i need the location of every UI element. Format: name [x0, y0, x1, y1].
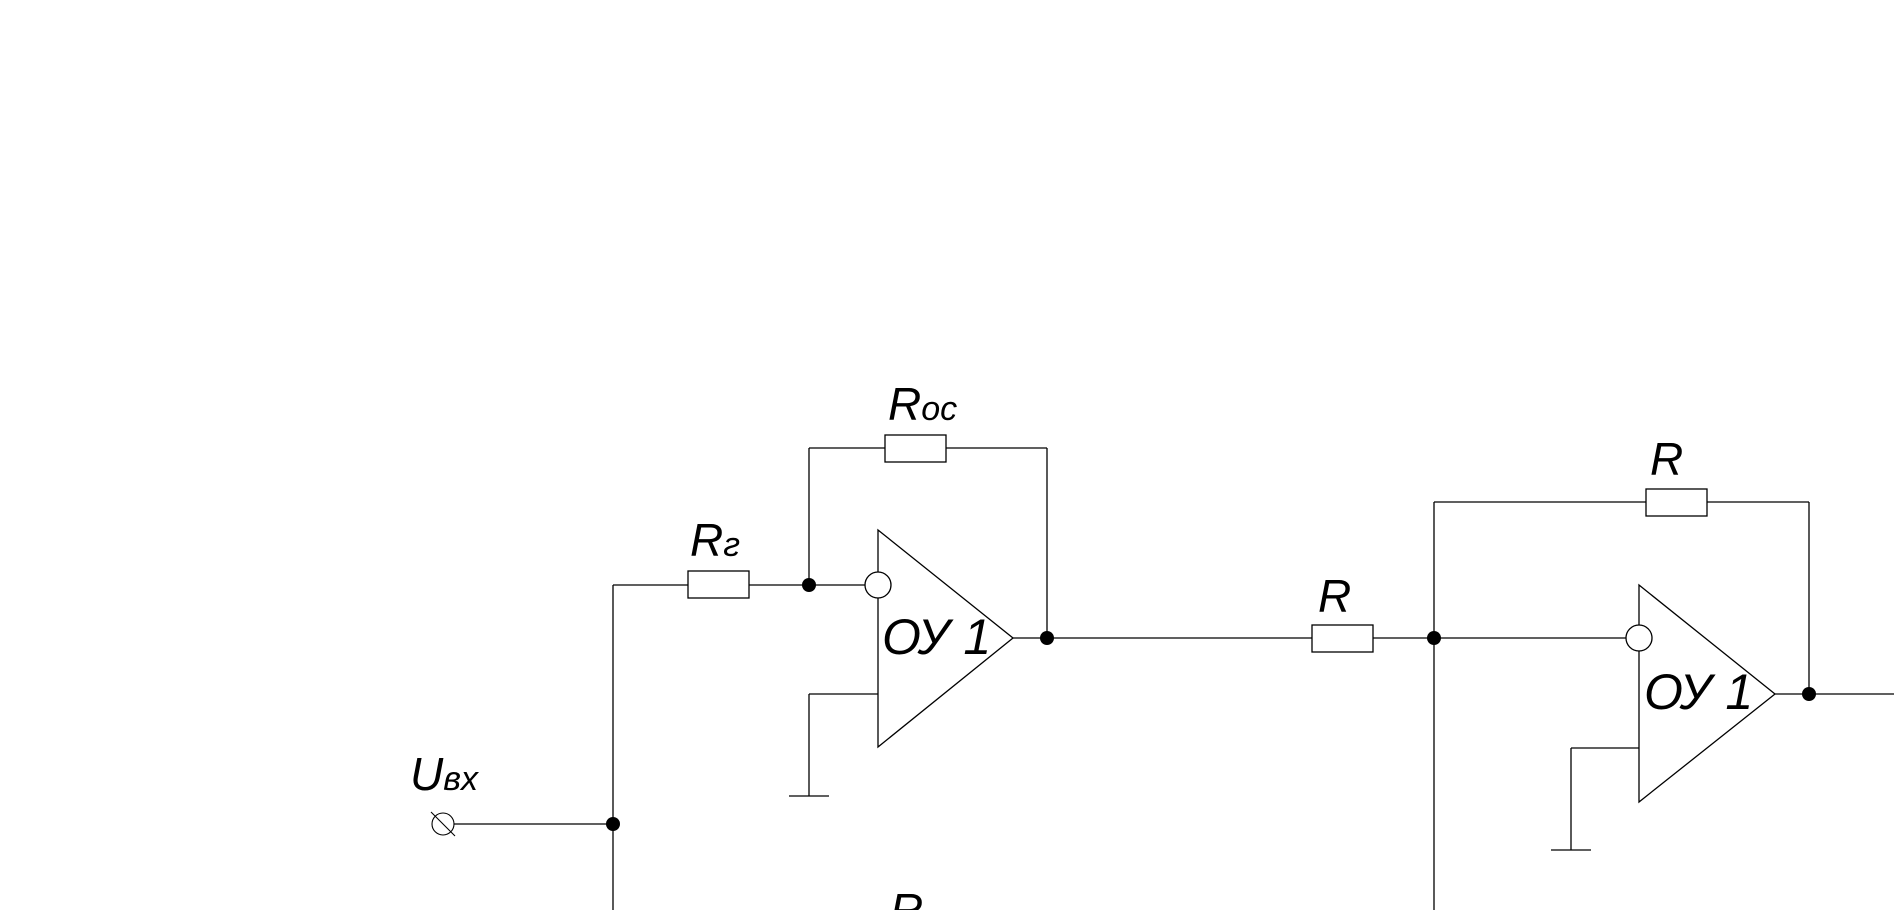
input-label-sub: вх [443, 760, 479, 798]
resistor-roc-label-sub: ос [921, 390, 957, 428]
resistor-rg-label-main: R [690, 514, 723, 566]
opamp1-inverting-input-circle [864, 571, 892, 599]
resistor-link-r-label: R [1318, 570, 1351, 622]
opamp2-inverting-input-circle [1625, 624, 1653, 652]
resistor-stage2-r-label-main: R [1650, 433, 1683, 485]
resistor-link-r-label-main: R [1318, 570, 1351, 622]
resistor-bottom-label: R [890, 884, 923, 910]
resistor-roc-label: Rос [888, 378, 957, 430]
resistor-roc-label-main: R [888, 378, 921, 430]
resistor-rg [687, 570, 750, 599]
opamp2-label: ОУ 1 [1644, 664, 1753, 720]
opamp2-output-junction-dot [1802, 687, 1816, 701]
resistor-rg-label-sub: г [723, 526, 740, 564]
opamp1-label: ОУ 1 [882, 609, 991, 665]
resistor-stage2-r-label: R [1650, 433, 1683, 485]
resistor-roc [884, 434, 947, 463]
resistor-stage2-r [1645, 488, 1708, 517]
resistor-bottom-label-main: R [890, 884, 923, 910]
input-terminal [430, 811, 456, 837]
opamp1-triangle [877, 528, 1015, 749]
opamp2-triangle [1638, 583, 1777, 804]
resistor-link-r [1311, 624, 1374, 653]
input-label-main: U [410, 748, 444, 800]
resistor-rg-label: Rг [690, 514, 740, 566]
input-label: Uвх [410, 748, 479, 800]
